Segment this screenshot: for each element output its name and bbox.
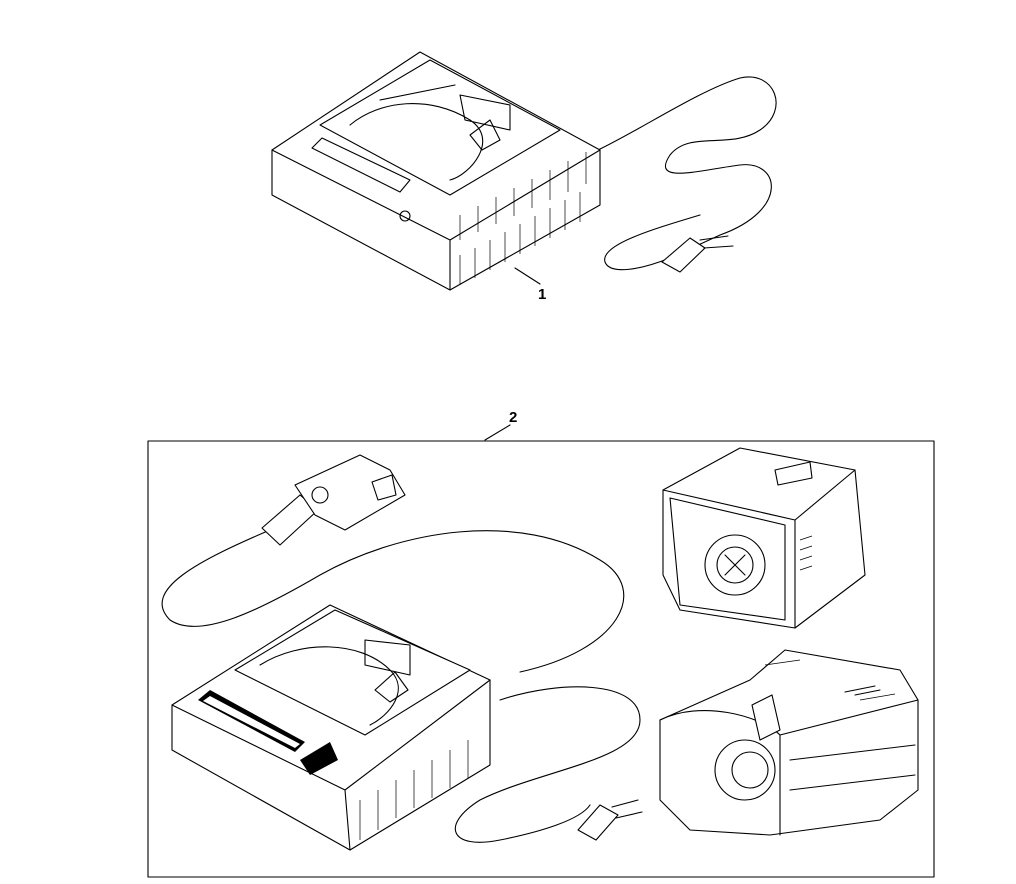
battery-bottom	[659, 649, 919, 836]
power-cord	[597, 76, 777, 271]
display-1	[311, 137, 411, 193]
control-buttons	[300, 742, 338, 775]
plug-2	[577, 799, 643, 841]
charger-1	[271, 51, 777, 291]
leader-line-1	[514, 267, 541, 285]
button-1	[399, 210, 411, 222]
multi-pin-connector	[261, 454, 406, 546]
battery-bay-2	[234, 609, 471, 736]
battery-bay	[319, 59, 561, 196]
plug-1	[661, 235, 734, 273]
callout-1: 1	[538, 286, 547, 303]
dc-cable	[161, 529, 625, 673]
power-cord-2	[454, 686, 641, 843]
leader-line-2	[484, 424, 511, 441]
battery-top	[662, 447, 866, 629]
kit-frame	[147, 440, 935, 878]
charger-2	[161, 454, 643, 851]
callout-2: 2	[509, 409, 518, 426]
